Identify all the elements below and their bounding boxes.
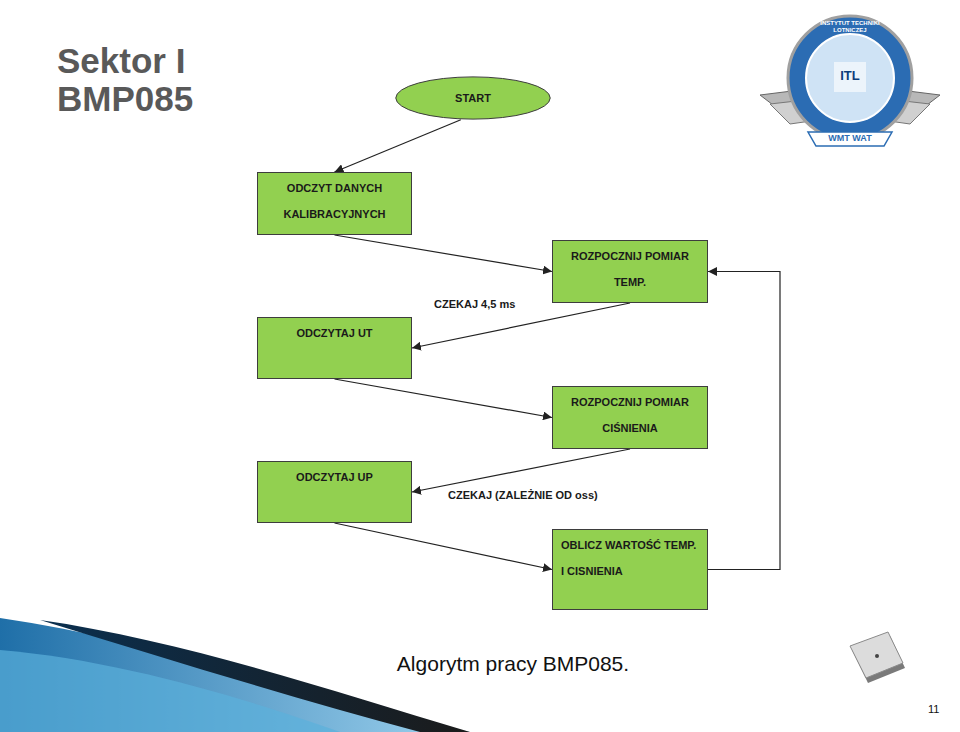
logo-text: ITL xyxy=(836,68,864,83)
edge-label: CZEKAJ (ZALEŻNIE OD oss) xyxy=(446,489,600,501)
slide-title: Sektor I BMP085 xyxy=(57,42,232,118)
logo xyxy=(760,16,940,146)
logo-text: INSTYTUT TECHNIKI LOTNICZEJ xyxy=(820,20,880,34)
flow-arrow xyxy=(335,235,553,272)
node-text: ROZPOCZNIJ POMIAR CIŚNIENIA xyxy=(561,389,699,441)
node-text: START xyxy=(409,90,537,106)
start-ellipse: START xyxy=(395,76,551,120)
page-number: 11 xyxy=(928,703,939,715)
process-box: ROZPOCZNIJ POMIAR CIŚNIENIA xyxy=(552,386,708,449)
node-text: OBLICZ WARTOŚĆ TEMP. I CISNIENIA xyxy=(561,532,699,584)
logo-text: WMT WAT xyxy=(818,133,882,143)
swoosh-light xyxy=(0,650,340,732)
process-box: ODCZYTAJ UP xyxy=(257,461,412,523)
node-text: ODCZYT DANYCH KALIBRACYJNYCH xyxy=(266,175,403,227)
node-text: ODCZYTAJ UP xyxy=(266,464,403,490)
node-text: ROZPOCZNIJ POMIAR TEMP. xyxy=(561,243,699,295)
process-box: ODCZYTAJ UT xyxy=(257,317,412,379)
caption: Algorytm pracy BMP085. xyxy=(0,652,960,676)
flow-arrow xyxy=(335,379,553,418)
flow-arrow xyxy=(412,449,630,492)
flow-arrow xyxy=(335,523,553,570)
flow-arrow xyxy=(335,120,461,172)
process-box: ODCZYT DANYCH KALIBRACYJNYCH xyxy=(257,172,412,235)
node-text: ODCZYTAJ UT xyxy=(266,320,403,346)
flow-arrow xyxy=(708,272,780,570)
chip-image xyxy=(850,632,905,683)
process-box: ROZPOCZNIJ POMIAR TEMP. xyxy=(552,240,708,303)
edge-label: CZEKAJ 4,5 ms xyxy=(432,298,517,310)
process-box: OBLICZ WARTOŚĆ TEMP. I CISNIENIA xyxy=(552,529,708,610)
